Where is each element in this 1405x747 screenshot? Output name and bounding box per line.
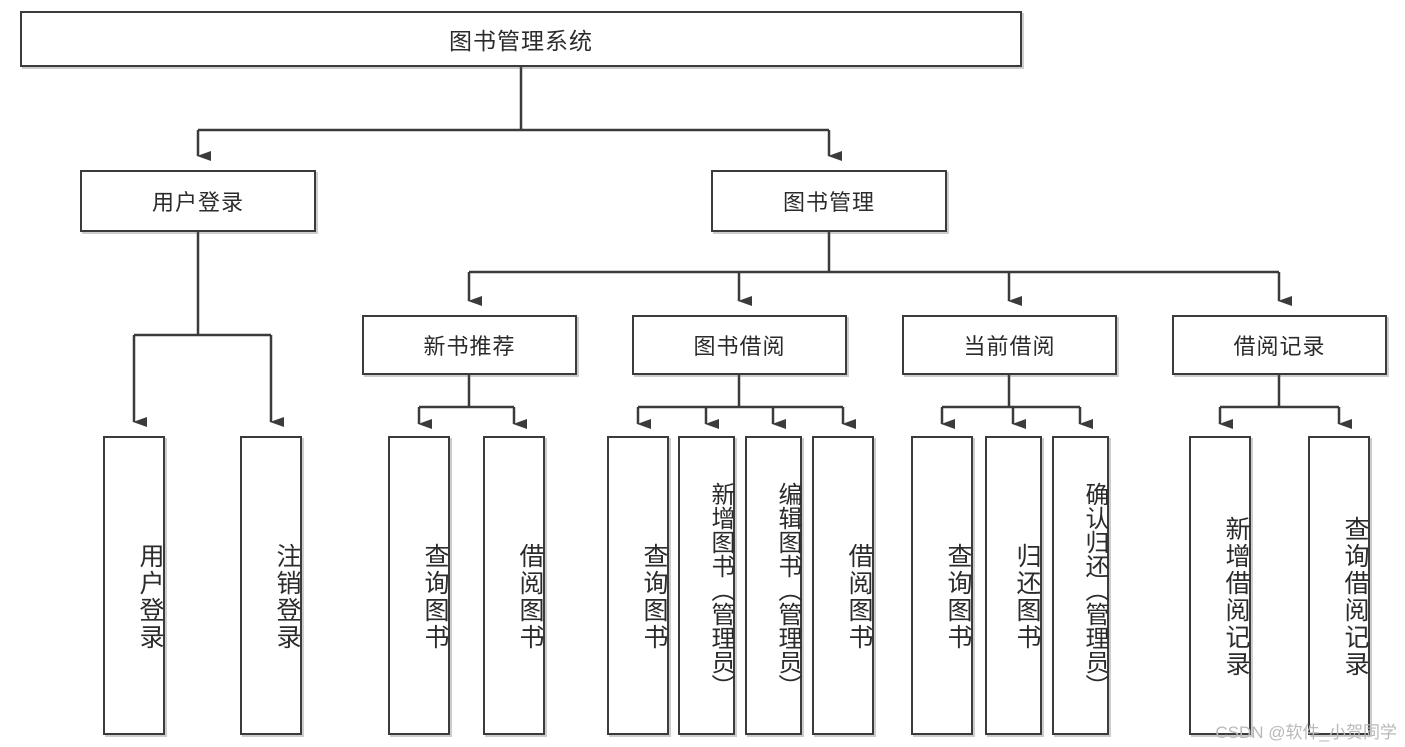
node-borrow-record[interactable]: 借阅记录 (1172, 315, 1387, 375)
node-new-book-recommend[interactable]: 新书推荐 (362, 315, 577, 375)
node-root-system[interactable]: 图书管理系统 (20, 11, 1022, 67)
node-leaf-return-book[interactable]: 归还图书 (985, 436, 1042, 735)
node-leaf-logout[interactable]: 注销登录 (240, 436, 302, 735)
node-current-borrow[interactable]: 当前借阅 (902, 315, 1117, 375)
csdn-watermark: CSDN @软件_小贺同学 (1215, 723, 1397, 742)
node-leaf-query-borrow-record[interactable]: 查询借阅记录 (1308, 436, 1370, 735)
node-leaf-confirm-return-admin[interactable]: 确认归还（管理员） (1052, 436, 1109, 735)
node-leaf-query-current-book[interactable]: 查询图书 (911, 436, 973, 735)
node-leaf-user-login[interactable]: 用户登录 (103, 436, 165, 735)
node-leaf-edit-book-admin[interactable]: 编辑图书（管理员） (745, 436, 802, 735)
node-user-login[interactable]: 用户登录 (80, 170, 316, 232)
node-leaf-query-book-recommend[interactable]: 查询图书 (388, 436, 450, 735)
node-leaf-borrow-book-recommend[interactable]: 借阅图书 (483, 436, 545, 735)
node-leaf-add-borrow-record[interactable]: 新增借阅记录 (1189, 436, 1251, 735)
node-book-management[interactable]: 图书管理 (711, 170, 947, 232)
node-leaf-borrow-book[interactable]: 借阅图书 (812, 436, 874, 735)
node-leaf-query-book[interactable]: 查询图书 (607, 436, 669, 735)
node-book-borrow[interactable]: 图书借阅 (632, 315, 847, 375)
node-leaf-add-book-admin[interactable]: 新增图书（管理员） (678, 436, 735, 735)
